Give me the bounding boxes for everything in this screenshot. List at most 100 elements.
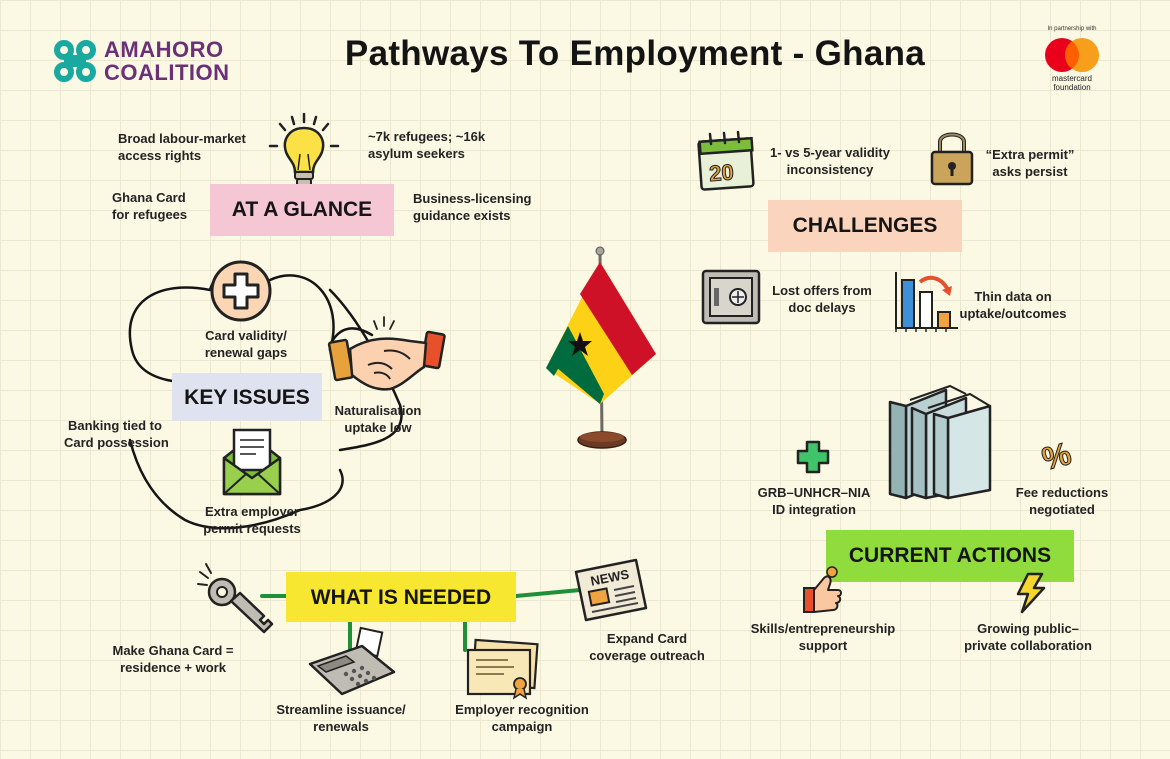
needed-item-line-1: Make Ghana Card =	[112, 643, 234, 658]
thumbs-up-icon	[803, 566, 842, 613]
action-item-line-2: ID integration	[772, 502, 856, 517]
calendar-number: 20	[708, 160, 734, 187]
needed-item-employer-recognition: Employer recognition campaign	[444, 701, 600, 735]
glance-item-labour-access: Broad labour-market access rights	[118, 130, 246, 164]
books-icon	[888, 384, 992, 500]
glance-item-line-1: Ghana Card	[112, 190, 186, 205]
glance-item-line-2: for refugees	[112, 207, 188, 222]
newspaper-headline: NEWS	[589, 566, 630, 588]
issue-item-line-2: permit requests	[203, 521, 301, 536]
challenge-item-line-2: uptake/outcomes	[959, 306, 1067, 321]
glance-item-line-2: access rights	[118, 148, 202, 163]
medical-cross-icon	[796, 440, 830, 474]
action-item-line-1: GRB–UNHCR–NIA	[757, 485, 871, 500]
amahoro-logo	[52, 38, 252, 86]
logo-line-2: COALITION	[104, 60, 230, 85]
bar-chart-icon	[895, 272, 958, 332]
padlock-icon	[930, 132, 974, 186]
logo-line-1: AMAHORO	[104, 37, 224, 62]
issue-item-card-validity: Card validity/ renewal gaps	[186, 327, 306, 361]
glance-item-line-1: Business-licensing	[413, 191, 532, 206]
glance-item-ghana-card: Ghana Card for refugees	[112, 189, 187, 223]
action-item-line-1: Skills/entrepreneurship	[750, 621, 896, 636]
issue-item-line-1: Extra employer	[205, 504, 299, 519]
challenges-heading: CHALLENGES	[792, 214, 938, 237]
logo-wordmark: AMAHORO COALITION	[104, 38, 230, 84]
challenge-item-line-1: “Extra permit”	[985, 147, 1075, 162]
needed-item-line-2: residence + work	[120, 660, 226, 675]
needed-item-line-1: Employer recognition	[455, 702, 589, 717]
challenges-tag	[768, 200, 962, 252]
mastercard-logo-icon	[1045, 38, 1099, 72]
lightning-icon	[1016, 572, 1046, 614]
newspaper-icon: NEWS	[574, 558, 648, 622]
handshake-icon	[327, 316, 446, 391]
at-a-glance-tag	[210, 184, 394, 236]
glance-item-line-2: asylum seekers	[368, 146, 465, 161]
calendar-icon: 20	[697, 130, 755, 191]
at-a-glance-heading: AT A GLANCE	[231, 198, 373, 221]
needed-item-expand-coverage: Expand Card coverage outreach	[580, 630, 714, 664]
issue-item-naturalisation: Naturalisation uptake low	[318, 402, 438, 436]
page-title: Pathways To Employment - Ghana	[344, 34, 926, 73]
issue-item-line-1: Banking tied to	[68, 418, 162, 433]
needed-item-ghana-card: Make Ghana Card = residence + work	[100, 642, 246, 676]
what-is-needed-tag	[286, 572, 516, 622]
action-item-line-1: Fee reductions	[1015, 485, 1109, 500]
challenge-item-line-2: doc delays	[788, 300, 856, 315]
key-issues-tag	[172, 373, 322, 421]
glance-item-line-1: ~7k refugees; ~16k	[368, 129, 486, 144]
certificate-icon	[466, 638, 539, 700]
action-item-skills: Skills/entrepreneurship support	[738, 620, 908, 654]
challenge-item-thin-data: Thin data on uptake/outcomes	[950, 288, 1076, 322]
glance-item-line-1: Broad labour-market	[118, 131, 246, 146]
what-is-needed-heading: WHAT IS NEEDED	[310, 586, 492, 609]
challenge-item-line-2: asks persist	[992, 164, 1068, 179]
action-item-line-2: support	[798, 638, 848, 653]
glance-item-line-2: guidance exists	[413, 208, 511, 223]
action-item-fee-reductions: Fee reductions negotiated	[1000, 484, 1124, 518]
challenge-item-extra-permit: “Extra permit” asks persist	[968, 146, 1092, 180]
issue-item-line-2: uptake low	[344, 420, 412, 435]
partner-name: mastercard foundation	[1030, 74, 1114, 92]
action-item-line-1: Growing public–	[977, 621, 1079, 636]
needed-item-line-1: Expand Card	[606, 631, 688, 646]
action-item-line-2: private collaboration	[964, 638, 1092, 653]
amahoro-logo-mark-icon	[54, 40, 96, 82]
issue-item-line-2: renewal gaps	[204, 345, 288, 360]
key-icon	[197, 563, 274, 634]
issue-item-extra-permit: Extra employer permit requests	[188, 503, 316, 537]
action-item-collaboration: Growing public– private collaboration	[952, 620, 1104, 654]
challenge-item-lost-offers: Lost offers from doc delays	[760, 282, 884, 316]
challenge-item-line-2: inconsistency	[786, 162, 874, 177]
challenge-item-line-1: Thin data on	[974, 289, 1052, 304]
glance-item-refugee-count: ~7k refugees; ~16k asylum seekers	[368, 128, 485, 162]
challenge-item-validity: 1- vs 5-year validity inconsistency	[760, 144, 900, 178]
partner-label: In partnership with	[1047, 26, 1097, 32]
issue-item-line-1: Naturalisation	[334, 403, 422, 418]
partner-name-line-2: foundation	[1053, 83, 1091, 92]
needed-item-streamline: Streamline issuance/ renewals	[268, 701, 414, 735]
current-actions-heading: CURRENT ACTIONS	[848, 544, 1052, 567]
envelope-icon	[222, 428, 282, 496]
issue-item-banking: Banking tied to Card possession	[64, 417, 169, 451]
ghana-flag-icon	[546, 246, 656, 449]
partner-name-line-1: mastercard	[1051, 74, 1092, 83]
plus-circle-icon	[210, 260, 272, 322]
card-machine-icon	[308, 626, 396, 696]
needed-item-line-1: Streamline issuance/	[276, 702, 406, 717]
lightbulb-icon	[268, 112, 340, 187]
action-item-id-integration: GRB–UNHCR–NIA ID integration	[746, 484, 882, 518]
challenge-item-line-1: 1- vs 5-year validity	[770, 145, 890, 160]
safe-icon	[701, 269, 761, 325]
action-item-line-2: negotiated	[1029, 502, 1095, 517]
issue-item-line-2: Card possession	[64, 435, 169, 450]
issue-item-line-1: Card validity/	[205, 328, 287, 343]
glance-item-business-licensing: Business-licensing guidance exists	[413, 190, 531, 224]
needed-item-line-2: campaign	[491, 719, 553, 734]
needed-item-line-2: renewals	[313, 719, 369, 734]
challenge-item-line-1: Lost offers from	[772, 283, 872, 298]
needed-item-line-2: coverage outreach	[589, 648, 705, 663]
key-issues-heading: KEY ISSUES	[184, 386, 310, 409]
